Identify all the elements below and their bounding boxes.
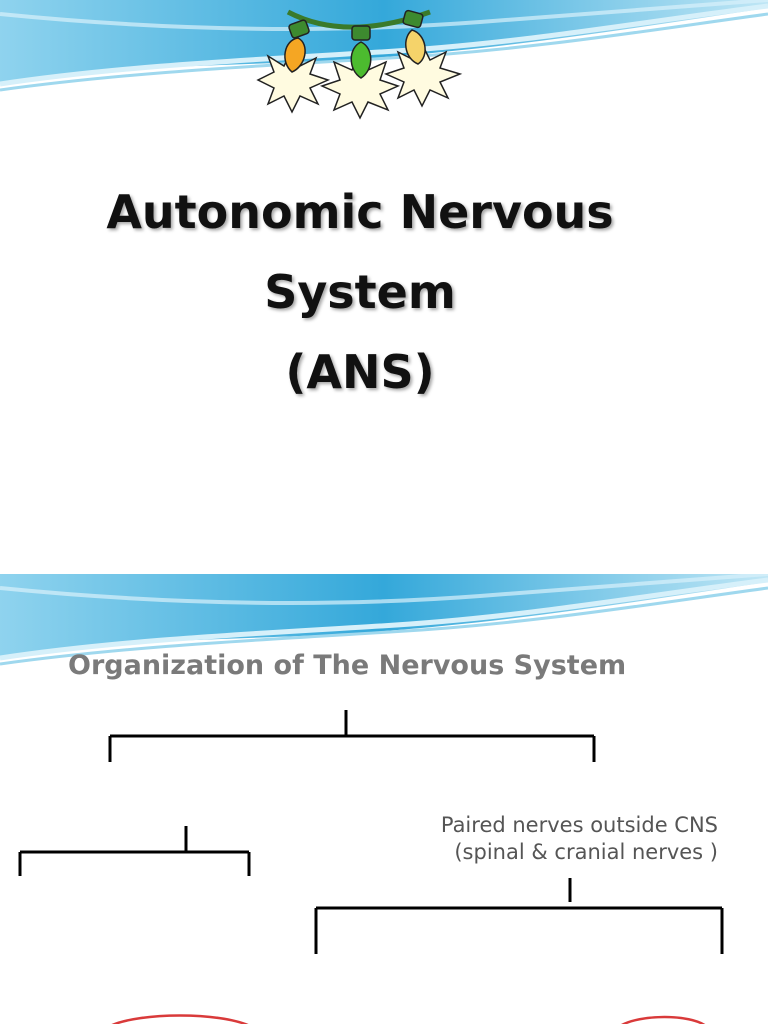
header-wave-decoration [0, 574, 768, 666]
note-line: (spinal & cranial nerves ) [454, 840, 718, 864]
hierarchy-brackets [18, 710, 724, 1024]
title-line: System [264, 265, 456, 319]
slide-organization: Organization of The Nervous System Paire… [0, 574, 768, 1024]
slide-heading: Organization of The Nervous System [68, 650, 627, 681]
slide-title: Autonomic Nervous System (ANS) [0, 0, 768, 412]
title-line: Autonomic Nervous [106, 185, 614, 239]
pns-description: Paired nerves outside CNS (spinal & cran… [441, 812, 718, 866]
header-wave-decoration [0, 0, 768, 92]
slide-title-text: Autonomic Nervous System (ANS) [0, 172, 720, 412]
christmas-lights-icon [256, 9, 463, 120]
note-line: Paired nerves outside CNS [440, 813, 718, 837]
title-line: (ANS) [285, 345, 435, 399]
